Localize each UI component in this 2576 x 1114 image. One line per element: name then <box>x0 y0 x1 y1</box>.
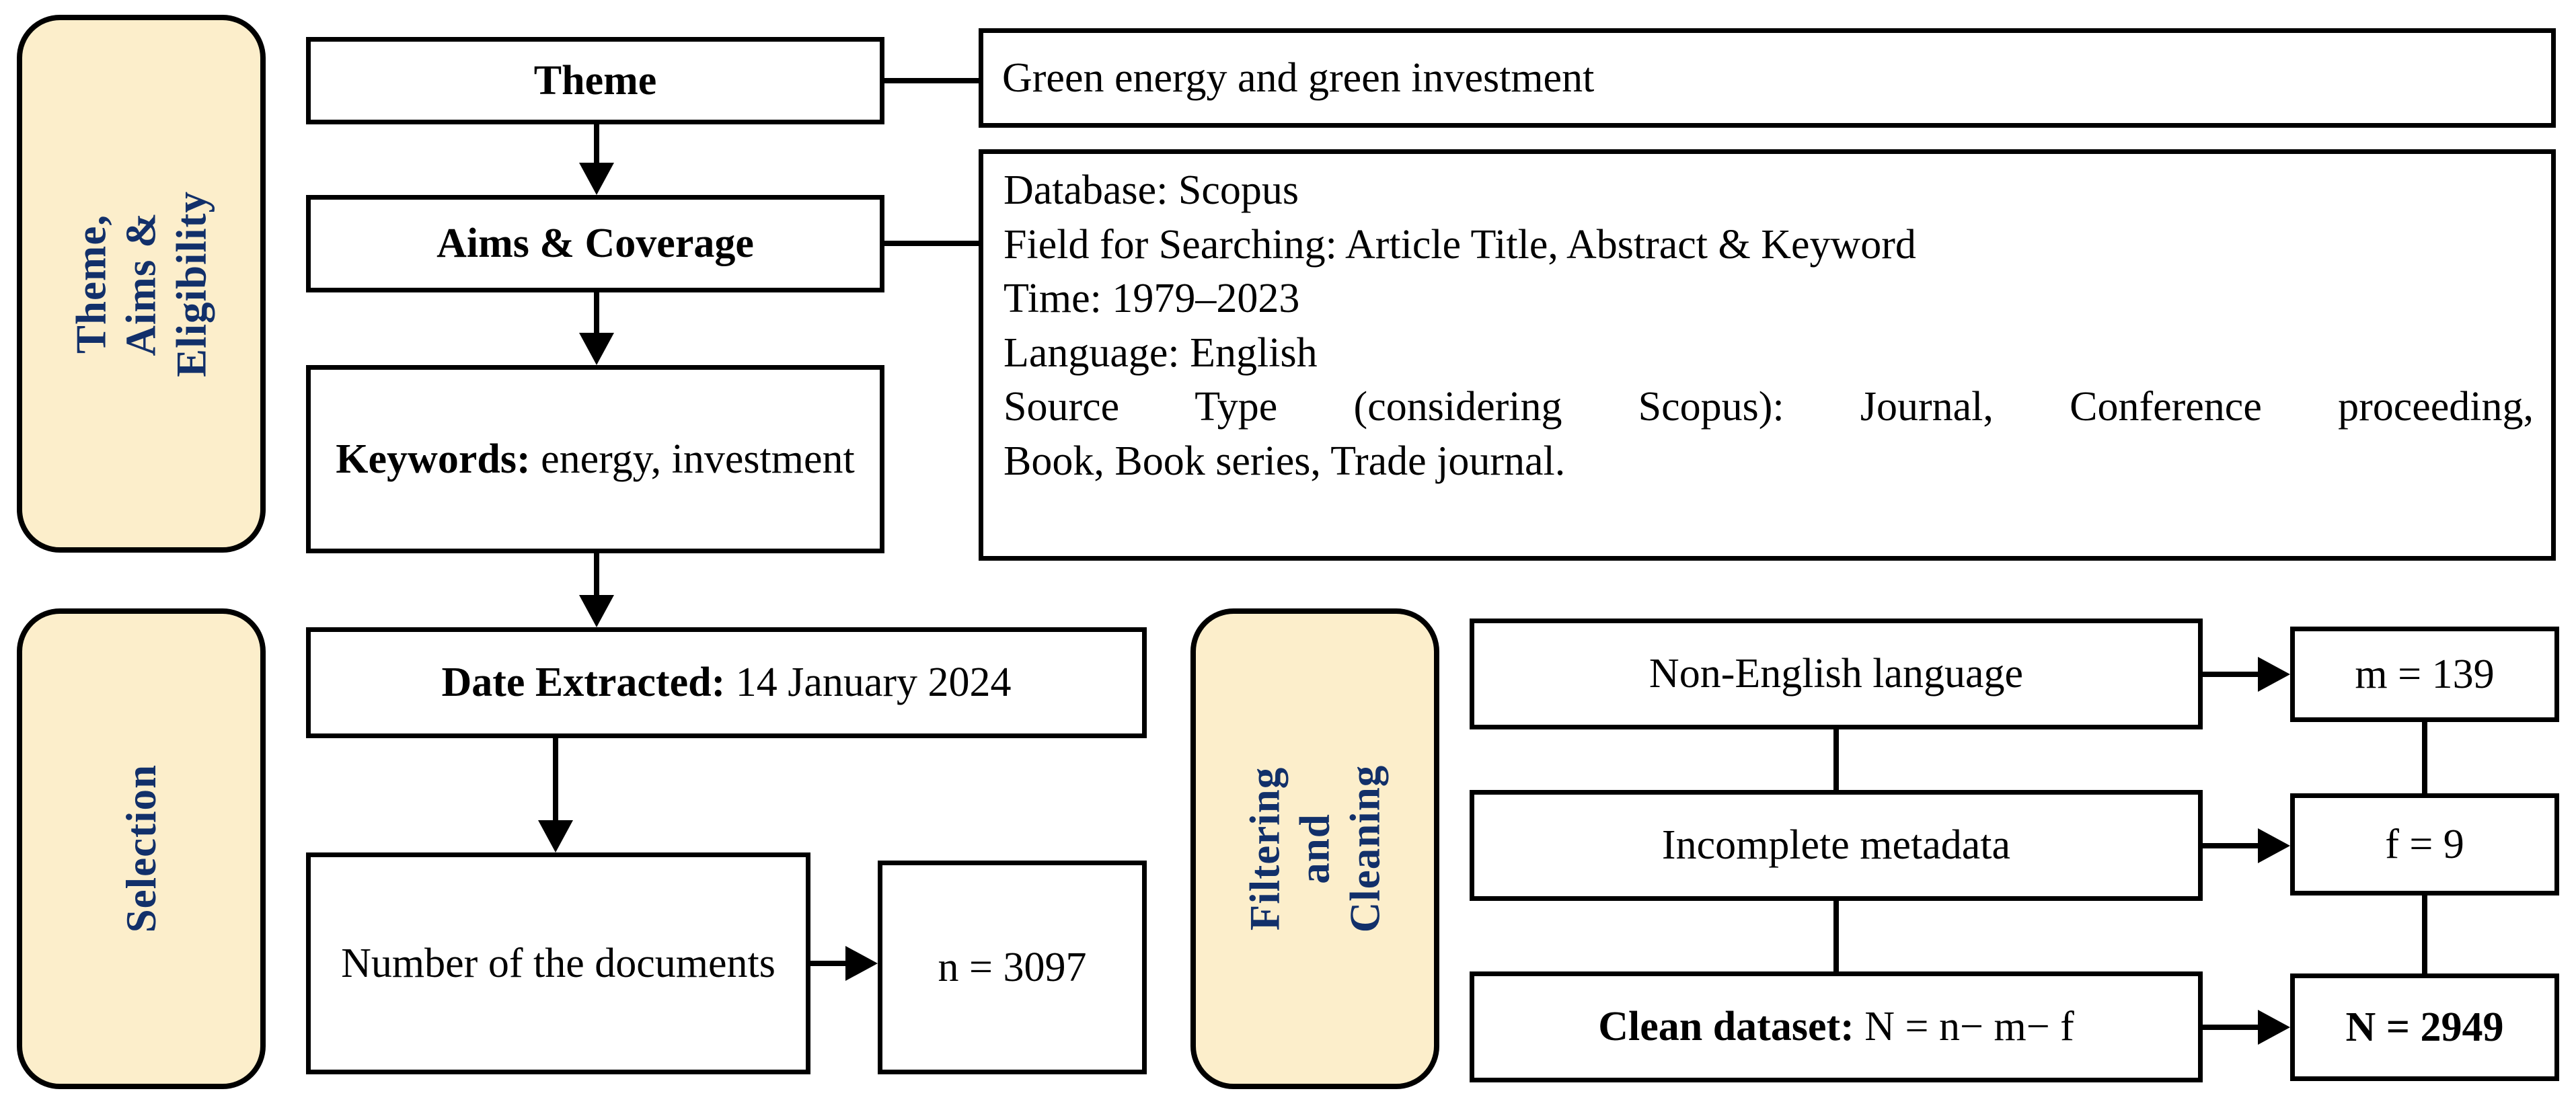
arrow-incomplete-to-count <box>2203 828 2290 863</box>
box-keywords: Keywords: energy, investment <box>306 365 884 553</box>
box-clean-dataset-count: N = 2949 <box>2290 973 2559 1081</box>
arrow-aims-to-keywords <box>579 292 614 365</box>
arrow-clean-dataset-to-count <box>2203 1010 2290 1045</box>
connector-incomplete-to-clean <box>1833 901 1839 971</box>
box-theme-label: Theme <box>533 57 657 104</box>
box-incomplete-metadata-label: Incomplete metadata <box>1661 822 2011 869</box>
box-number-of-documents-label: Number of the documents <box>341 941 775 986</box>
coverage-line-time: Time: 1979–2023 <box>1003 276 1300 322</box>
box-date-extracted-text: Date Extracted: 14 January 2024 <box>441 655 1011 710</box>
box-clean-dataset-formula: N = n− m− f <box>1854 1004 2074 1050</box>
panel-coverage-details: Database: Scopus Field for Searching: Ar… <box>979 149 2556 561</box>
box-aims-coverage-label: Aims & Coverage <box>437 221 754 267</box>
arrow-theme-to-aims <box>579 124 614 195</box>
box-incomplete-metadata: Incomplete metadata <box>1470 790 2203 901</box>
coverage-line-field: Field for Searching: Article Title, Abst… <box>1003 221 1916 268</box>
stage-theme-aims-eligibility: Theme, Aims & Eligibility <box>17 15 266 553</box>
box-keywords-text: Keywords: energy, investment <box>336 432 854 487</box>
box-date-extracted: Date Extracted: 14 January 2024 <box>306 627 1147 738</box>
arrow-non-english-to-count <box>2203 657 2290 692</box>
box-clean-dataset: Clean dataset: N = n− m− f <box>1470 971 2203 1082</box>
box-keywords-label: Keywords: <box>336 436 531 482</box>
box-theme-value-label: Green energy and green investment <box>1002 54 1595 101</box>
box-clean-dataset-count-label: N = 2949 <box>2345 1004 2504 1050</box>
box-documents-count: n = 3097 <box>878 861 1147 1074</box>
coverage-line-language: Language: English <box>1003 329 1318 376</box>
connector-aims-to-coverage-panel <box>884 241 979 246</box>
coverage-line-source-type: Source Type (considering Scopus): Journa… <box>1003 384 2534 430</box>
box-aims-coverage: Aims & Coverage <box>306 195 884 292</box>
stage-filtering-cleaning-label: Filtering and Cleaning <box>1241 764 1389 933</box>
stage-theme-aims-eligibility-label: Theme, Aims & Eligibility <box>67 190 215 377</box>
box-keywords-value: energy, investment <box>530 436 855 482</box>
arrow-keywords-to-date <box>579 553 614 627</box>
stage-filtering-cleaning: Filtering and Cleaning <box>1190 608 1439 1089</box>
arrow-date-to-documents <box>538 738 573 852</box>
box-non-english-count: m = 139 <box>2290 627 2559 722</box>
box-theme-value: Green energy and green investment <box>979 28 2556 128</box>
box-date-extracted-value: 14 January 2024 <box>725 660 1012 706</box>
coverage-line-source-type-cont: Book, Book series, Trade journal. <box>1003 438 1566 484</box>
stage-selection: Selection <box>17 608 266 1089</box>
coverage-line-database: Database: Scopus <box>1003 167 1299 213</box>
connector-m-count-to-f-count <box>2422 722 2427 793</box>
box-incomplete-metadata-count-label: f = 9 <box>2385 821 2464 867</box>
box-theme: Theme <box>306 37 884 124</box>
box-non-english-language: Non-English language <box>1470 619 2203 729</box>
box-clean-dataset-label: Clean dataset: <box>1598 1004 1854 1050</box>
box-non-english-count-label: m = 139 <box>2355 651 2495 697</box>
stage-selection-label: Selection <box>117 764 165 933</box>
box-clean-dataset-text: Clean dataset: N = n− m− f <box>1598 1000 2074 1054</box>
box-incomplete-metadata-count: f = 9 <box>2290 793 2559 896</box>
box-non-english-language-label: Non-English language <box>1649 651 2024 697</box>
connector-f-count-to-N-count <box>2422 896 2427 973</box>
connector-theme-to-value <box>884 78 979 83</box>
connector-non-english-to-incomplete <box>1833 729 1839 790</box>
box-number-of-documents: Number of the documents <box>306 852 810 1074</box>
box-documents-count-label: n = 3097 <box>938 944 1087 990</box>
arrow-documents-to-count <box>810 946 878 981</box>
box-date-extracted-label: Date Extracted: <box>441 660 726 706</box>
